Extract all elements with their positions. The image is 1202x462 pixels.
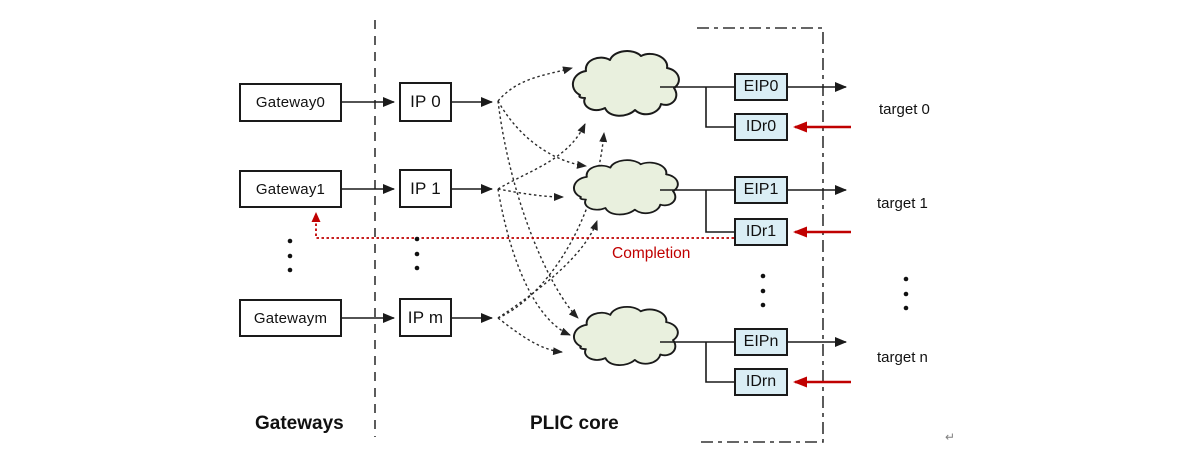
ellipsis-registers <box>760 273 766 308</box>
eip-register-0: EIP0 <box>734 73 788 101</box>
ip-output-arrows <box>452 97 493 323</box>
cloud-row1-icon <box>573 159 679 216</box>
ip-box-1: IP 1 <box>399 169 452 208</box>
idr-register-n: IDrn <box>734 368 788 396</box>
cloud-to-register-wires <box>660 86 734 383</box>
cloud-row0-icon <box>571 50 680 117</box>
ip-box-m: IP m <box>399 298 452 337</box>
target-label-n: target n <box>877 349 928 366</box>
routing-clouds <box>571 50 680 366</box>
cloud-rown-icon <box>573 306 679 366</box>
section-label-gateways: Gateways <box>255 413 344 434</box>
idr-register-0: IDr0 <box>734 113 788 141</box>
section-label-plic-core: PLIC core <box>530 413 619 434</box>
gateway-box-m: Gatewaym <box>239 299 342 337</box>
ellipsis-targets <box>903 276 909 311</box>
target-label-0: target 0 <box>879 101 930 118</box>
completion-label: Completion <box>612 245 691 262</box>
target-claim-red-arrows <box>793 121 851 388</box>
gateway-box-1: Gateway1 <box>239 170 342 208</box>
paragraph-return-mark: ↵ <box>945 430 956 444</box>
ip-box-0: IP 0 <box>399 82 452 122</box>
gateway-box-0: Gateway0 <box>239 83 342 122</box>
plic-target-boundary-box <box>697 27 824 443</box>
interrupt-crossbar-curves <box>497 66 608 356</box>
target-label-1: target 1 <box>877 195 928 212</box>
eip-register-n: EIPn <box>734 328 788 356</box>
eip-register-1: EIP1 <box>734 176 788 204</box>
ellipsis-gateways <box>287 238 293 273</box>
eip-to-target-arrows <box>788 82 847 347</box>
gateway-to-ip-arrows <box>342 97 395 323</box>
ellipsis-ip <box>414 236 420 271</box>
idr-register-1: IDr1 <box>734 218 788 246</box>
